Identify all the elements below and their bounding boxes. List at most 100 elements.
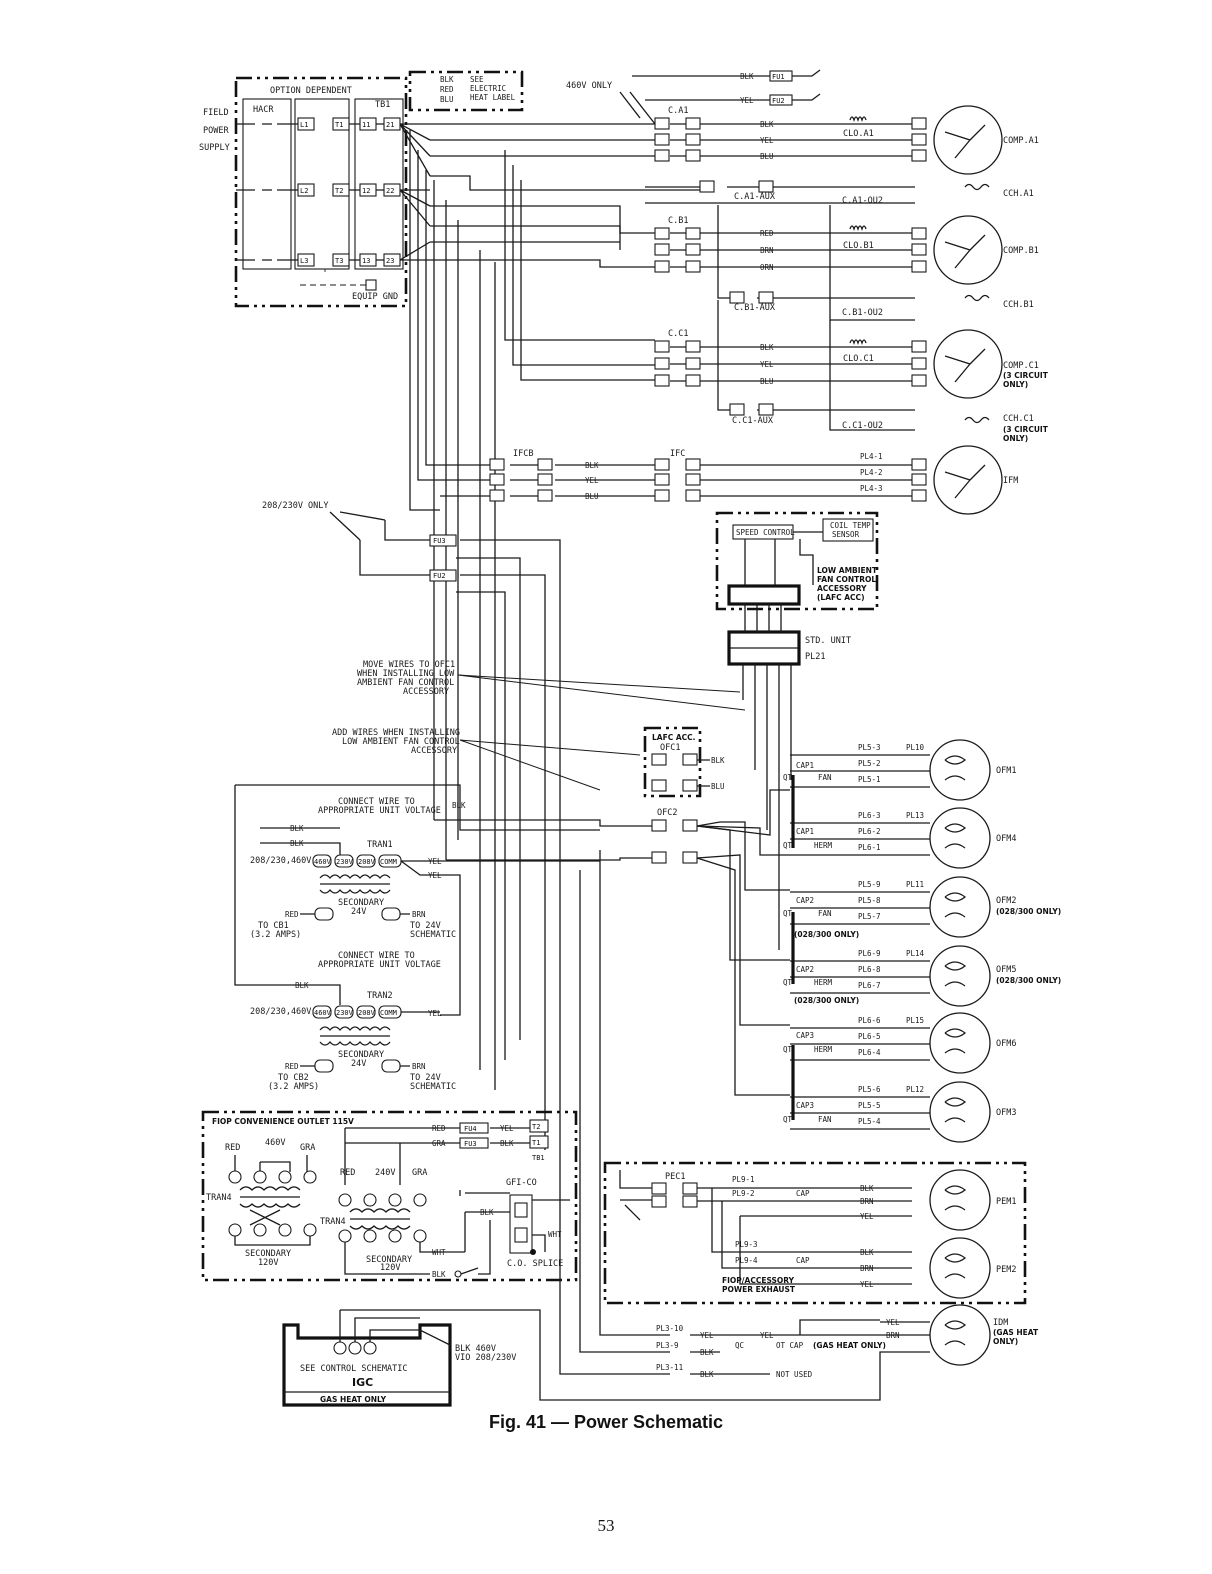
pl5-3-label: PL5-3 bbox=[858, 743, 881, 752]
power-exhaust-label-2: POWER EXHAUST bbox=[722, 1285, 796, 1294]
ofm2-motor bbox=[929, 876, 991, 938]
cloa1-label: CLO.A1 bbox=[843, 129, 874, 139]
field-power-supply-label-1: FIELD bbox=[203, 108, 229, 118]
fu2b-label: FU2 bbox=[433, 572, 446, 580]
to-24v-1: TO 24V bbox=[410, 921, 441, 931]
wire-color-red: RED bbox=[440, 85, 454, 94]
coil-temp-label-1: COIL TEMP bbox=[830, 521, 871, 530]
tran4-gra: GRA bbox=[300, 1143, 315, 1153]
gas-heat-idm-group: PL3-10 PL3-9 PL3-11 YEL YEL BLK BLK QC O… bbox=[340, 850, 1039, 1401]
pl5-6-label: PL5-6 bbox=[858, 1085, 881, 1094]
fiop-yel: YEL bbox=[500, 1124, 514, 1133]
ofc1-wire-blk: BLK bbox=[711, 756, 725, 765]
fu3b-label: FU3 bbox=[464, 1140, 477, 1148]
pem1-cap: CAP bbox=[796, 1189, 810, 1198]
svg-text:L1: L1 bbox=[300, 121, 308, 129]
pem2-blk: BLK bbox=[860, 1248, 874, 1257]
pl6-8-label: PL6-8 bbox=[858, 965, 881, 974]
idm-yel-1: YEL bbox=[700, 1331, 714, 1340]
cc1-wire-1: BLK bbox=[760, 343, 774, 352]
fu3-fuse bbox=[429, 534, 457, 547]
comp-a1-label: COMP.A1 bbox=[1003, 136, 1039, 146]
move-wires-note-2: WHEN INSTALLING LOW bbox=[357, 669, 455, 679]
ofm1-label: OFM1 bbox=[996, 766, 1016, 776]
pem2-motor bbox=[929, 1237, 991, 1299]
pl4-3-label: PL4-3 bbox=[860, 484, 883, 493]
tran1-t460: 460V bbox=[314, 858, 332, 866]
tran1-secondary: SECONDARY bbox=[338, 898, 384, 908]
svg-text:T3: T3 bbox=[335, 257, 343, 265]
cloc1-label: CLO.C1 bbox=[843, 354, 874, 364]
pl12-label: PL12 bbox=[906, 1085, 924, 1094]
std-unit-label: STD. UNIT bbox=[805, 636, 851, 646]
cap1-herm-sub: HERM bbox=[814, 841, 833, 850]
tran1-red: RED bbox=[285, 910, 299, 919]
connect-wire-1b: APPROPRIATE UNIT VOLTAGE bbox=[318, 806, 441, 816]
tran1-yel-1: YEL bbox=[428, 857, 442, 866]
indoor-fan-circuit: IFCB IFC BLK YEL BLU PL4-1 PL4-2 PL4-3 I… bbox=[440, 445, 1018, 515]
transformer-group: CONNECT WIRE TO APPROPRIATE UNIT VOLTAGE… bbox=[234, 784, 600, 1092]
pl9-2-label: PL9-2 bbox=[732, 1189, 755, 1198]
ca1-wire-1: BLK bbox=[760, 120, 774, 129]
connect-wire-2b: APPROPRIATE UNIT VOLTAGE bbox=[318, 960, 441, 970]
option-dependent-boundary bbox=[234, 76, 408, 308]
cap3-herm-sub: HERM bbox=[814, 1045, 833, 1054]
tran1-blk-note: BLK bbox=[452, 801, 466, 810]
tran1-yel-2: YEL bbox=[428, 871, 442, 880]
tran2-secondary: SECONDARY bbox=[338, 1050, 384, 1060]
wire-color-blk: BLK bbox=[440, 75, 454, 84]
tran2-t460: 460V bbox=[314, 1009, 332, 1017]
tran1-t208: 208V bbox=[358, 858, 376, 866]
fiop-red: RED bbox=[432, 1124, 446, 1133]
fiop-convenience-outlet: FIOP CONVENIENCE OUTLET 115V FU4 FU3 RED… bbox=[201, 1110, 578, 1282]
fu1-wire-blk: BLK bbox=[740, 72, 754, 81]
tran-240v: 240V bbox=[375, 1168, 395, 1178]
ofc1-group: LAFC ACC. OFC1 BLK BLU bbox=[643, 726, 725, 798]
connect-wire-2a: CONNECT WIRE TO bbox=[338, 951, 415, 961]
tran2-label: TRAN2 bbox=[367, 991, 393, 1001]
outlet-wht: WHT bbox=[432, 1248, 446, 1257]
igc-label: IGC bbox=[352, 1376, 373, 1389]
tran1-wire-blk-2: BLK bbox=[290, 839, 304, 848]
cb1-aux-label: C.B1-AUX bbox=[734, 303, 776, 313]
cap2-herm-sub: HERM bbox=[814, 978, 833, 987]
cap1-fan-label: CAP1 bbox=[796, 761, 814, 770]
compressor-b1-circuit: C.B1 RED BRN ORN CLO.B1 COMP.B1 C.B1-AUX… bbox=[668, 205, 1039, 321]
svg-text:L2: L2 bbox=[300, 187, 308, 195]
pl5-4-label: PL5-4 bbox=[858, 1117, 881, 1126]
ofm-wiring: PL5-3 PL10 PL5-2 PL5-1 CAP1 FAN QT PL6-3… bbox=[783, 743, 930, 1130]
ofm3-motor bbox=[929, 1081, 991, 1143]
option-dependent-label: OPTION DEPENDENT bbox=[270, 86, 352, 96]
pl15-label: PL15 bbox=[906, 1016, 924, 1025]
figure-caption: Fig. 41 — Power Schematic bbox=[488, 1412, 724, 1432]
ofc1-wire-blu: BLU bbox=[711, 782, 725, 791]
outlet-blk: BLK bbox=[432, 1270, 446, 1279]
cap3-herm-qt: QT bbox=[783, 1045, 793, 1054]
ifcb-label: IFCB bbox=[513, 449, 533, 459]
tran2-voltage: 208/230,460V bbox=[250, 1007, 311, 1017]
pl21-label: PL21 bbox=[805, 652, 825, 662]
lafc-connector bbox=[727, 584, 801, 606]
fu1-label: FU1 bbox=[772, 73, 785, 81]
ofm4-label: OFM4 bbox=[996, 834, 1016, 844]
ot-cap-note: (GAS HEAT ONLY) bbox=[813, 1341, 886, 1350]
coil-temp-label-2: SENSOR bbox=[832, 530, 860, 539]
ca1-label: C.A1 bbox=[668, 106, 688, 116]
pl6-5-label: PL6-5 bbox=[858, 1032, 881, 1041]
pl5-8-label: PL5-8 bbox=[858, 896, 881, 905]
pl11-label: PL11 bbox=[906, 880, 924, 889]
fuse-460v-group: 460V ONLY BLK YEL FU1 FU2 bbox=[566, 69, 821, 125]
cb1-wire-1: RED bbox=[760, 229, 774, 238]
lafc-acc-boundary bbox=[643, 726, 702, 798]
tran1-wire-blk-1: BLK bbox=[290, 824, 304, 833]
pl5-2-label: PL5-2 bbox=[858, 759, 881, 768]
pec1-label: PEC1 bbox=[665, 1172, 685, 1182]
pl9-4-label: PL9-4 bbox=[735, 1256, 758, 1265]
not-used-label: NOT USED bbox=[776, 1370, 813, 1379]
ofm5-note: (028/300 ONLY) bbox=[996, 976, 1061, 985]
v460-only-label: 460V ONLY bbox=[566, 81, 612, 91]
tran4-460v: 460V bbox=[265, 1138, 285, 1148]
igc-group: BLK 460V VIO 208/230V SEE CONTROL SCHEMA… bbox=[282, 1310, 516, 1407]
ofc1-label: OFC1 bbox=[660, 743, 680, 753]
